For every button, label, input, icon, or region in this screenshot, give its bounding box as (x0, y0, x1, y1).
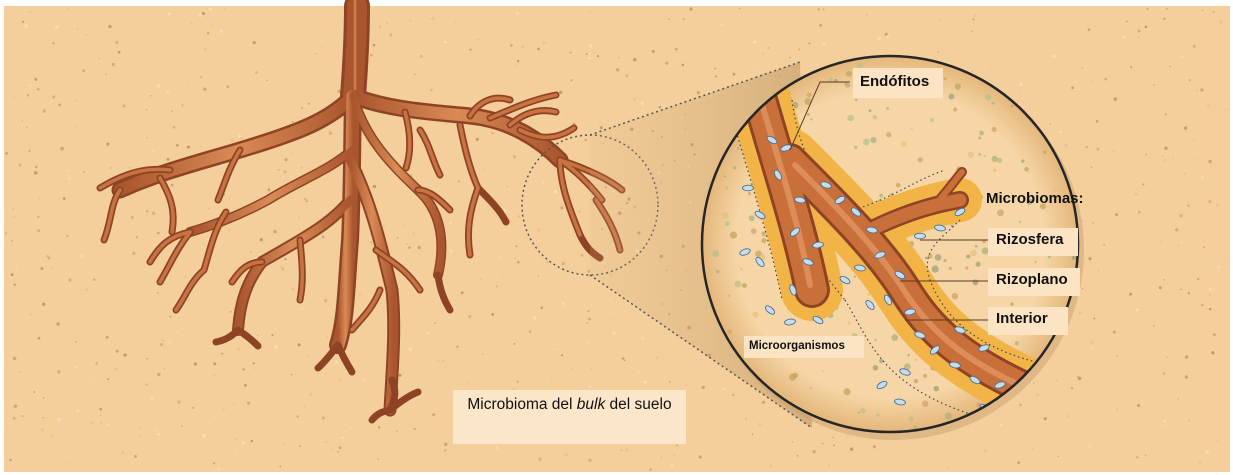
label-bulk-soil-microbiome: Microbioma del bulk del suelo (453, 390, 686, 444)
label-microbiomes-heading: Microbiomas: (986, 190, 1084, 207)
label-microorganisms: Microorganismos (749, 340, 845, 352)
microbe-cell (743, 185, 754, 191)
bulk-prefix-text: Microbioma del (467, 396, 576, 413)
bulk-italic-text: bulk (577, 396, 605, 413)
label-endophytes: Endófitos (860, 73, 929, 90)
label-interior: Interior (996, 310, 1048, 327)
bulk-suffix-text: del suelo (605, 396, 671, 413)
label-rhizoplane: Rizoplano (996, 271, 1068, 288)
label-rhizosphere: Rizosfera (996, 231, 1064, 248)
microbe-cell (915, 233, 926, 239)
